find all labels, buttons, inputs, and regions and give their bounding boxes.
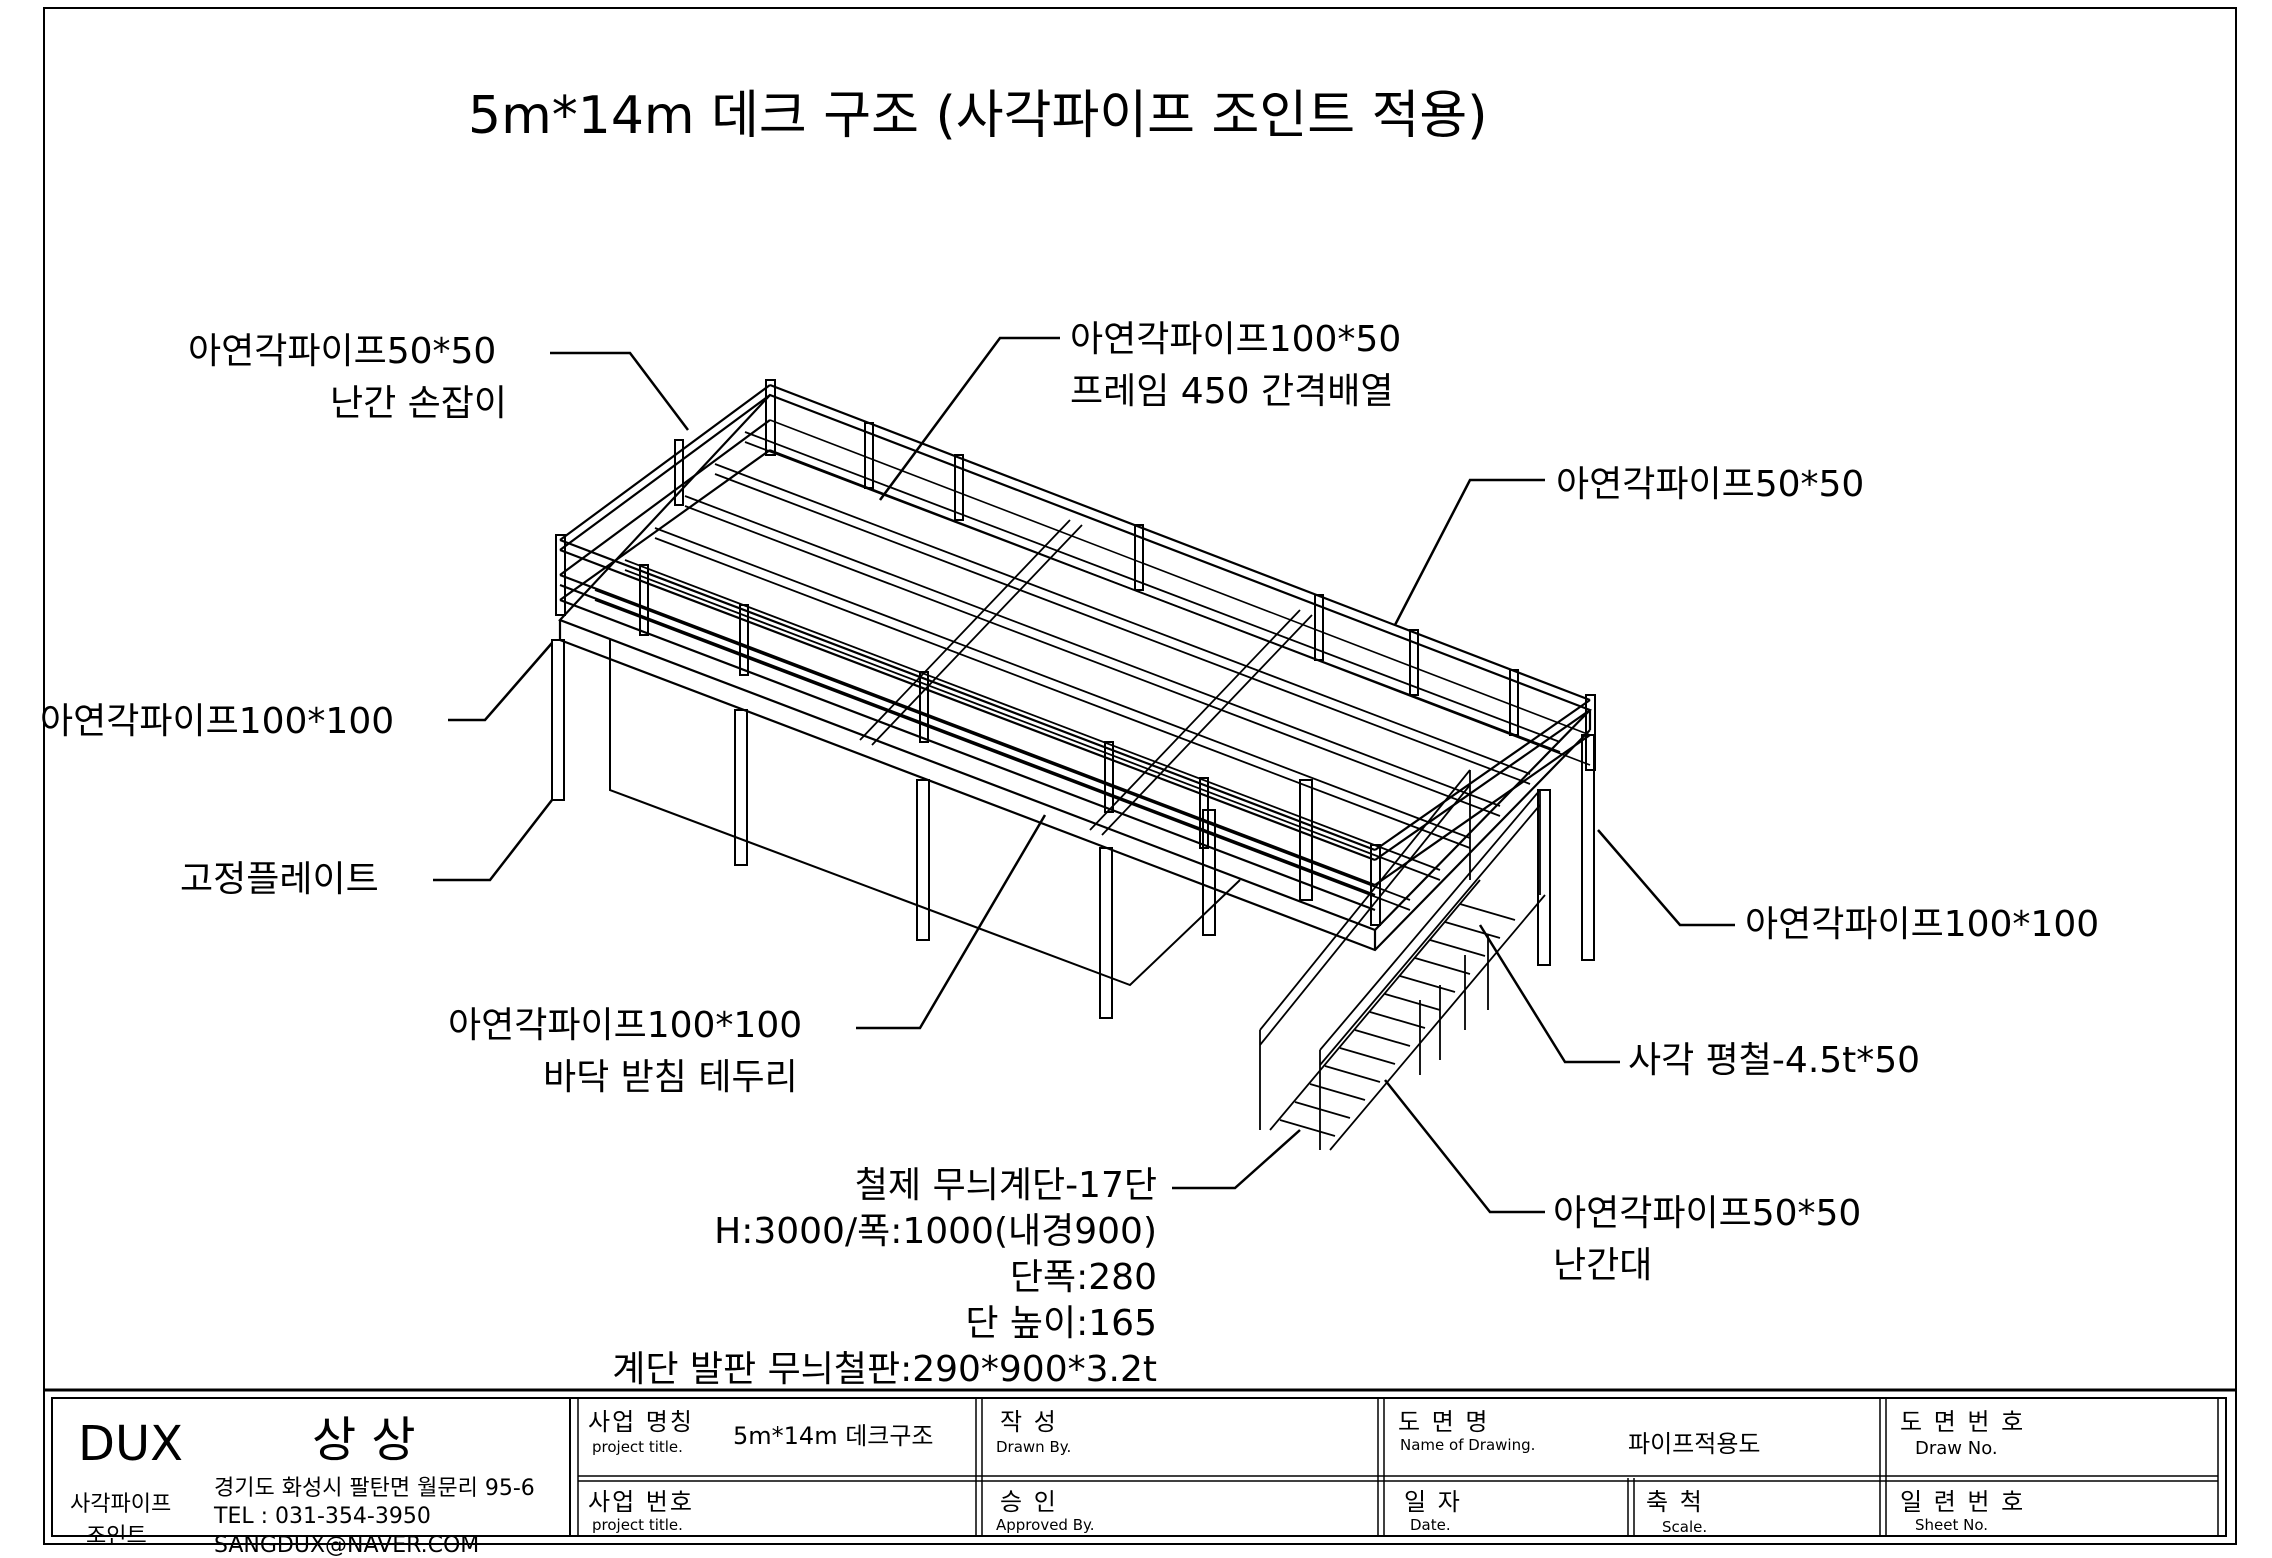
project-no-label: 사업 번호 [588, 1488, 694, 1516]
staircase [1259, 769, 1546, 1151]
end-wall-panel [609, 640, 1241, 987]
project-no-label-en: project title. [592, 1516, 683, 1534]
page-title: 5m*14m 데크 구조 (사각파이프 조인트 적용) [468, 86, 1488, 146]
leader-frame [878, 336, 1060, 501]
product-line2: 조인트 [86, 1524, 147, 1549]
leader-flat-bar [1478, 924, 1620, 1064]
leader-stair-rail [1384, 1079, 1545, 1214]
drawing-name-label-en: Name of Drawing. [1400, 1436, 1536, 1454]
company-tel: TEL : 031-354-3950 [214, 1504, 431, 1529]
leader-stair [1172, 1129, 1301, 1190]
callout-stair-line5: 계단 발판 무늬철판:290*900*3.2t [612, 1349, 1157, 1390]
support-posts [551, 639, 1595, 1019]
scale-label-en: Scale. [1662, 1518, 1708, 1536]
callout-stair-line3: 단폭:280 [1009, 1257, 1157, 1298]
date-label-en: Date. [1410, 1516, 1451, 1534]
approved-by-label-en: Approved By. [996, 1516, 1095, 1534]
title-block-frame [44, 1388, 2236, 1537]
callout-stair-rail-line1: 아연각파이프50*50 [1553, 1193, 1862, 1234]
project-name-label-en: project title. [592, 1438, 683, 1456]
callout-handrail-line2: 난간 손잡이 [330, 383, 508, 424]
drawn-by-label-en: Drawn By. [996, 1438, 1072, 1456]
company-logo: DUX [78, 1416, 183, 1472]
product-line1: 사각파이프 [70, 1492, 172, 1517]
callout-frame-line2: 프레임 450 간격배열 [1070, 371, 1394, 412]
project-name-label: 사업 명칭 [588, 1408, 694, 1436]
front-railing [559, 538, 1376, 912]
drawing-no-label-en: Draw No. [1915, 1438, 1998, 1459]
leader-post-left [448, 642, 553, 722]
leader-handrail [550, 351, 689, 431]
leader-base-plate [433, 799, 553, 882]
floor-frame [558, 393, 1592, 952]
drawing-no-label: 도 면 번 호 [1900, 1408, 2026, 1436]
sheet-no-label: 일 련 번 호 [1900, 1488, 2026, 1516]
callout-floor-edge-line1: 아연각파이프100*100 [448, 1005, 803, 1046]
callout-stair-line2: H:3000/폭:1000(내경900) [714, 1211, 1157, 1252]
floor-joists [594, 431, 1561, 911]
drawing-name-value: 파이프적용도 [1628, 1430, 1761, 1458]
sheet-no-label-en: Sheet No. [1915, 1516, 1989, 1534]
drawing-name-label: 도 면 명 [1398, 1408, 1490, 1436]
right-end-railing [1374, 699, 1591, 886]
callout-floor-edge-line2: 바닥 받침 테두리 [543, 1057, 798, 1098]
leader-floor-edge [856, 814, 1047, 1030]
callout-stair-rail-line2: 난간대 [1553, 1245, 1653, 1286]
back-railing [769, 383, 1591, 766]
scale-label: 축 척 [1646, 1488, 1704, 1516]
company-name: 상 상 [312, 1412, 416, 1468]
date-label: 일 자 [1404, 1488, 1462, 1516]
callout-top-rail-line1: 아연각파이프50*50 [1556, 464, 1865, 505]
left-end-railing [559, 384, 771, 601]
deck-structure-drawing [551, 379, 1596, 1151]
leader-top-rail [1393, 478, 1545, 626]
callout-stair-line4: 단 높이:165 [965, 1303, 1157, 1344]
callout-base-plate-line1: 고정플레이트 [180, 859, 379, 900]
callout-post-left-line1: 아연각파이프100*100 [40, 701, 395, 742]
callout-stair-line1: 철제 무늬계단-17단 [854, 1165, 1157, 1206]
drawn-by-label: 작 성 [1000, 1408, 1058, 1436]
callout-post-right-line1: 아연각파이프100*100 [1745, 904, 2100, 945]
project-name-value: 5m*14m 데크구조 [733, 1422, 934, 1450]
leader-lines [433, 336, 1735, 1214]
callout-frame-line1: 아연각파이프100*50 [1070, 319, 1402, 360]
approved-by-label: 승 인 [1000, 1488, 1058, 1516]
sheet-border [43, 7, 2237, 1545]
railing-posts [555, 379, 1596, 926]
company-address: 경기도 화성시 팔탄면 월문리 95-6 [214, 1476, 535, 1501]
callout-flat-bar-line1: 사각 평철-4.5t*50 [1628, 1040, 1921, 1081]
company-email: SANGDUX@NAVER.COM [214, 1533, 480, 1558]
callout-handrail-line1: 아연각파이프50*50 [188, 331, 497, 372]
leader-post-right [1597, 829, 1735, 927]
